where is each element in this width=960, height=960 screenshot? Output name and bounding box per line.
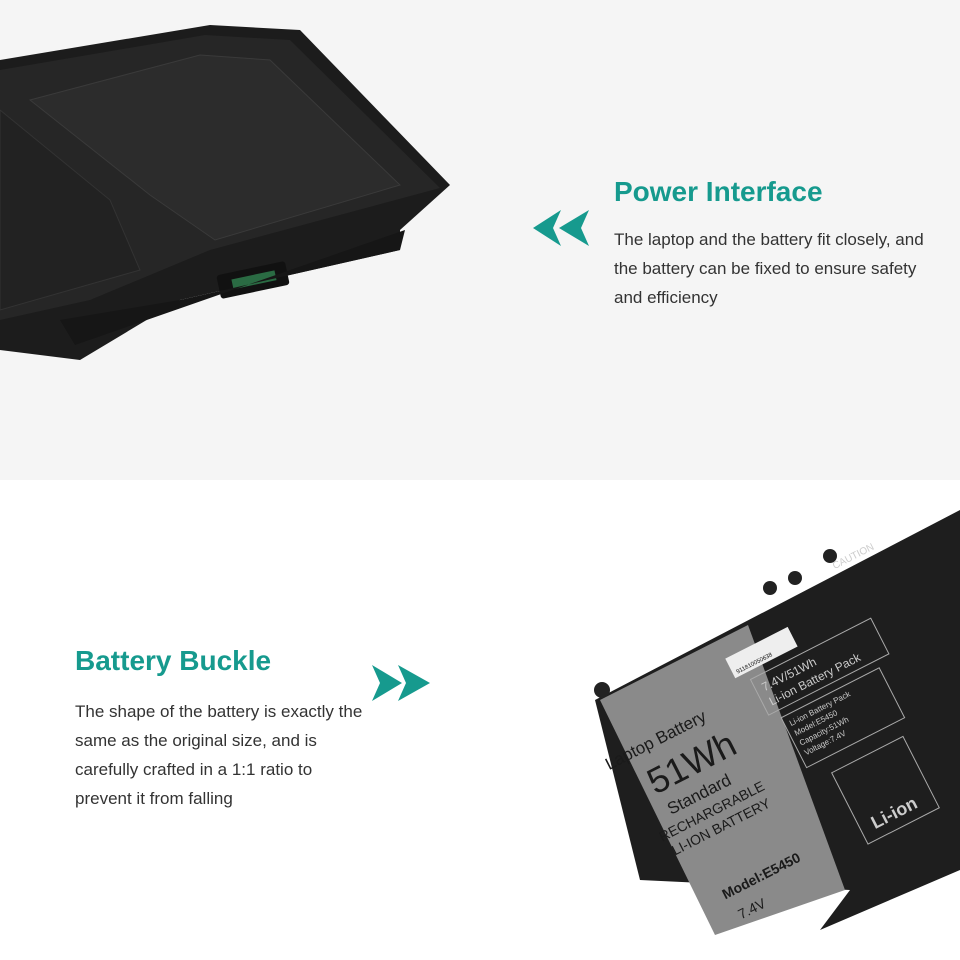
section-title: Power Interface bbox=[614, 176, 823, 207]
double-chevron-right-icon bbox=[372, 665, 430, 701]
double-chevron-left-icon bbox=[533, 210, 589, 246]
battery-label-image: Laptop Battery 51Wh Standard RECHARGRABL… bbox=[594, 510, 960, 935]
section-description: The laptop and the battery fit closely, … bbox=[614, 230, 924, 307]
section-description: The shape of the battery is exactly the … bbox=[75, 702, 363, 808]
battery-connector-image bbox=[0, 25, 450, 360]
section-title: Battery Buckle bbox=[75, 645, 272, 676]
power-interface-section: Power Interface The laptop and the batte… bbox=[0, 25, 924, 360]
